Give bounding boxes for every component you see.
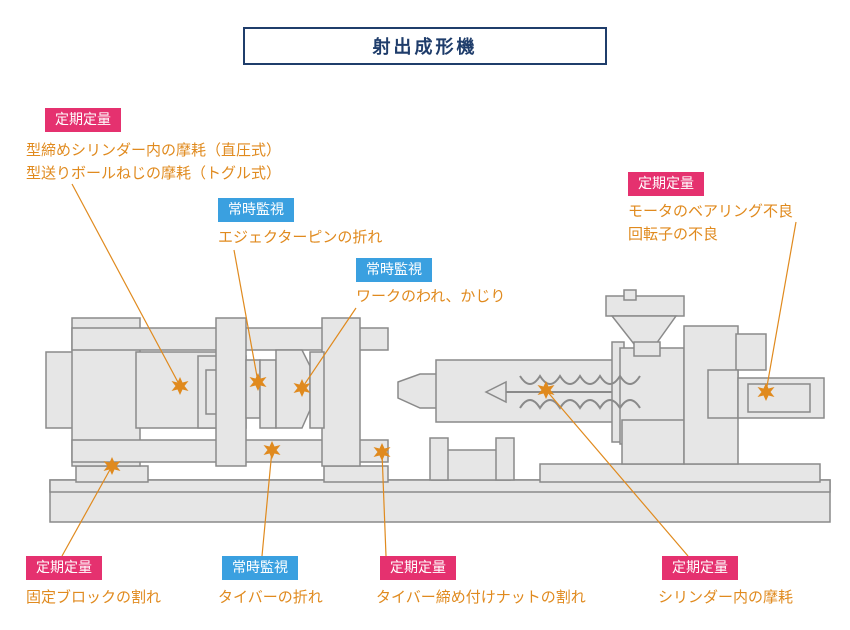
note-motor-line1: モータのベアリング不良	[628, 202, 794, 220]
badge-constant-ejector: 常時監視	[218, 198, 294, 222]
badge-periodic-fixed-block: 定期定量	[26, 556, 102, 580]
badge-constant-work: 常時監視	[356, 258, 432, 282]
note-work: ワークのわれ、かじり	[356, 287, 506, 305]
badge-constant-tie-bar: 常時監視	[222, 556, 298, 580]
note-die-cylinder-line2: 型送りボールねじの摩耗（トグル式）	[26, 164, 282, 182]
note-tie-bar-nut: タイバー締め付けナットの割れ	[376, 588, 586, 606]
leader-work	[301, 307, 357, 389]
note-ejector-pin: エジェクターピンの折れ	[218, 228, 383, 246]
leader-tie-bar-nut	[381, 451, 387, 557]
hopper-top	[605, 295, 685, 317]
leader-die-cylinder	[71, 183, 181, 387]
leader-ejector	[233, 249, 259, 383]
note-motor: モータのベアリング不良 回転子の不良	[628, 200, 793, 246]
leader-fixed-block	[61, 465, 113, 557]
badge-periodic-tie-bar-nut: 定期定量	[380, 556, 456, 580]
badge-periodic-die-cylinder: 定期定量	[45, 108, 121, 132]
note-fixed-block: 固定ブロックの割れ	[26, 588, 162, 606]
moving-platen	[215, 317, 247, 467]
diagram-title: 射出成形機	[243, 27, 607, 65]
badge-periodic-motor: 定期定量	[628, 172, 704, 196]
note-die-cylinder: 型締めシリンダー内の摩耗（直圧式） 型送りボールねじの摩耗（トグル式）	[26, 139, 281, 185]
leader-cylinder-wear	[545, 389, 689, 557]
note-tie-bar: タイバーの折れ	[218, 588, 323, 606]
note-motor-line2: 回転子の不良	[628, 225, 719, 243]
motor	[747, 383, 811, 413]
note-cylinder-wear: シリンダー内の摩耗	[658, 588, 794, 606]
note-die-cylinder-line1: 型締めシリンダー内の摩耗（直圧式）	[26, 141, 282, 159]
badge-periodic-cylinder-wear: 定期定量	[662, 556, 738, 580]
leader-motor	[765, 221, 797, 393]
nozzle	[397, 373, 441, 409]
leader-tie-bar	[261, 449, 273, 557]
fixed-platen	[321, 317, 361, 467]
